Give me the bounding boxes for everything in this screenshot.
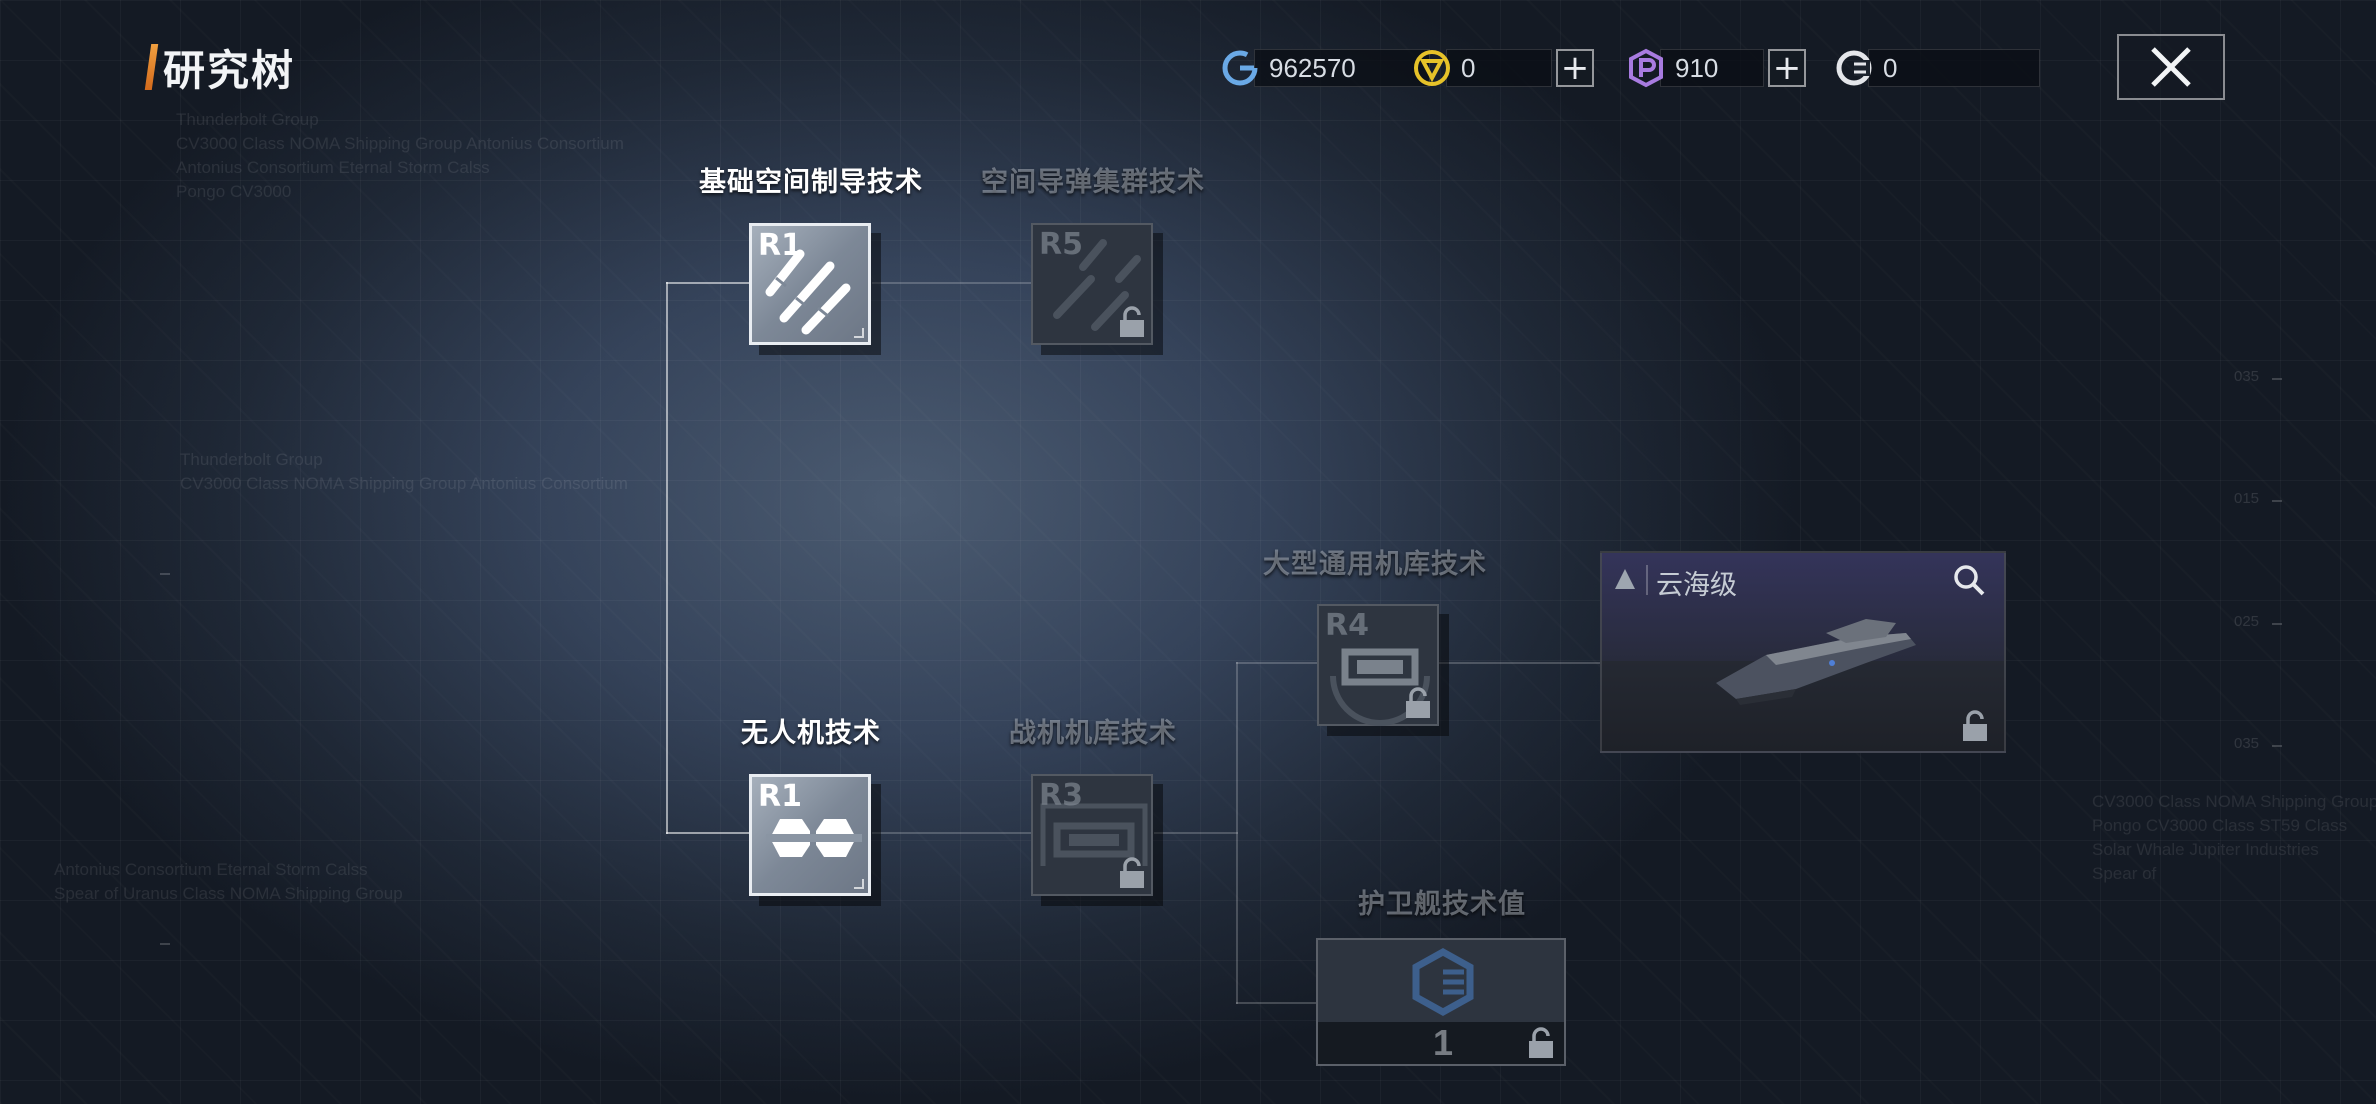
lock-icon <box>1529 1027 1553 1058</box>
currency-purple: 910 + <box>1626 48 1806 88</box>
connector-line <box>666 282 668 834</box>
lock-icon <box>1120 857 1144 888</box>
ship-unlock-card[interactable]: 云海级 <box>1600 551 2006 753</box>
close-button[interactable] <box>2117 34 2225 100</box>
node-label-drone-tech: 无人机技术 <box>741 718 881 749</box>
purple-p-icon <box>1626 48 1666 88</box>
ruler-label: 025 <box>2234 613 2260 630</box>
background-decoration: Antonius Consortium Eternal Storm Calss … <box>54 860 403 903</box>
connector-line <box>1154 832 1238 834</box>
rank-badge: R4 <box>1325 608 1369 643</box>
lock-icon <box>1406 687 1430 718</box>
ruler-label: 035 <box>2234 368 2260 385</box>
frigate-tech-value-card[interactable]: 1 <box>1316 938 1566 1066</box>
rank-badge: R5 <box>1039 227 1083 262</box>
tech-node-basic-space-guidance[interactable]: R1 <box>749 223 881 355</box>
currency-gold: 0 + <box>1412 48 1594 88</box>
node-label-space-missile-cluster: 空间导弹集群技术 <box>981 167 1205 198</box>
background-decoration: Thunderbolt Group CV3000 Class NOMA Ship… <box>176 110 624 201</box>
lock-icon <box>1963 710 1987 741</box>
background-decoration: CV3000 Class NOMA Shipping Group Pongo C… <box>2092 792 2376 883</box>
hangar-icon <box>1040 803 1148 866</box>
ship-name: 云海级 <box>1656 570 1737 601</box>
node-label-fighter-hangar: 战机机库技术 <box>1009 718 1177 749</box>
add-purple-button[interactable]: + <box>1768 49 1806 87</box>
page-title: 研究树 <box>163 45 296 95</box>
rank-badge: R3 <box>1039 778 1083 813</box>
connector-line <box>666 832 750 834</box>
connector-line <box>666 282 750 284</box>
add-gold-button[interactable]: + <box>1556 49 1594 87</box>
connector-line <box>872 282 1032 284</box>
search-icon[interactable] <box>1952 563 1986 597</box>
connector-line <box>1438 662 1602 664</box>
tech-node-space-missile-cluster[interactable]: R5 <box>1031 223 1163 355</box>
gold-token-icon <box>1412 48 1452 88</box>
node-label-frigate-value: 护卫舰技术值 <box>1358 889 1526 920</box>
refresh-credits-icon <box>1220 48 1260 88</box>
ruler-label: 035 <box>2234 735 2260 752</box>
currency-gear: 0 <box>1834 48 2040 88</box>
ship-icon <box>1716 619 1916 705</box>
connector-line <box>872 832 1032 834</box>
missiles-icon <box>765 249 851 335</box>
close-icon <box>2151 47 2191 87</box>
ruler-label: 015 <box>2234 490 2260 507</box>
background-decoration: Thunderbolt Group CV3000 Class NOMA Ship… <box>180 450 628 493</box>
triangle-up-icon <box>1615 569 1635 589</box>
tech-node-large-hangar[interactable]: R4 <box>1317 604 1449 736</box>
frigate-tech-value: 1 <box>1432 1022 1454 1063</box>
hangar-icon <box>1330 648 1430 726</box>
title-accent-bar <box>144 44 159 90</box>
tech-node-drone-tech[interactable]: R1 <box>749 774 881 906</box>
rank-badge: R1 <box>758 228 802 263</box>
currency-gear-value: 0 <box>1868 49 2040 87</box>
node-label-basic-space-guidance: 基础空间制导技术 <box>699 167 923 198</box>
connector-line <box>1236 662 1318 664</box>
frigate-tech-icon <box>1412 948 1474 1016</box>
missiles-icon <box>1053 239 1141 331</box>
node-label-large-hangar: 大型通用机库技术 <box>1263 549 1487 580</box>
rank-badge: R1 <box>758 779 802 814</box>
half-circle-icon <box>1834 48 1874 88</box>
currency-credits: 962570 <box>1220 48 1430 88</box>
tech-node-fighter-hangar[interactable]: R3 <box>1031 774 1163 906</box>
currency-gold-value: 0 <box>1446 49 1552 87</box>
drone-icon <box>766 819 862 857</box>
connector-line <box>1236 662 1238 1004</box>
page-title-group: 研究树 <box>144 40 295 95</box>
currency-credits-value: 962570 <box>1254 49 1430 87</box>
currency-purple-value: 910 <box>1660 49 1764 87</box>
lock-icon <box>1120 306 1144 337</box>
connector-line <box>1236 1002 1318 1004</box>
